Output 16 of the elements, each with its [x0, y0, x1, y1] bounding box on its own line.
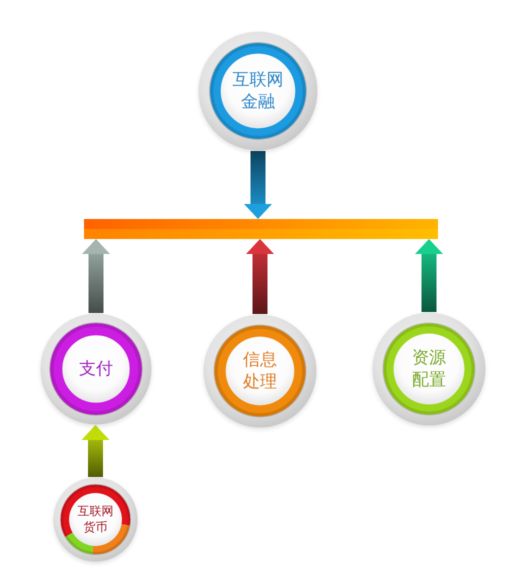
- circle-node: [40, 313, 152, 425]
- node-label: 信息处理: [242, 348, 278, 394]
- circle-node: [372, 312, 486, 426]
- arrow: [82, 425, 110, 477]
- circle-node: [198, 31, 318, 151]
- arrow: [415, 239, 443, 312]
- circle-node: [53, 477, 138, 562]
- node-label: 互联网货币: [76, 504, 114, 536]
- horizontal-bar: [84, 219, 438, 239]
- node-label: 支付: [78, 358, 114, 380]
- arrow: [246, 239, 274, 314]
- arrow: [82, 239, 110, 313]
- node-label: 资源配置: [410, 346, 447, 392]
- circle-node: [203, 314, 317, 428]
- arrow: [244, 151, 272, 219]
- node-label: 互联网金融: [231, 68, 284, 114]
